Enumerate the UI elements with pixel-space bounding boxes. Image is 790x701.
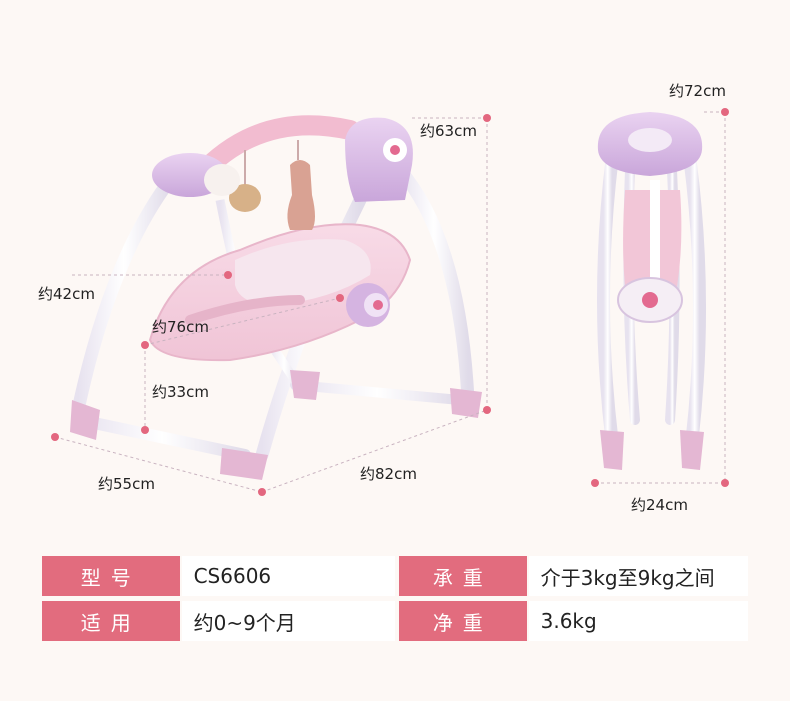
- dim-seat-length: 约76cm: [152, 318, 209, 336]
- folded-hub-dot: [642, 292, 658, 308]
- folded-unit: [591, 108, 729, 487]
- spec-label-weight: 净重: [399, 601, 527, 641]
- folded-head-top: [628, 128, 672, 152]
- spec-label-load: 承重: [399, 556, 527, 596]
- frame-leg-left: [71, 173, 177, 417]
- spec-value-load: 介于3kg至9kg之间: [528, 556, 749, 596]
- spec-table: 型号 CS6606 承重 介于3kg至9kg之间 适用 约0~9个月 净重 3.…: [42, 556, 749, 646]
- dimension-lines: [54, 117, 488, 493]
- giraffe-toy: [287, 160, 315, 230]
- dimension-markers: [51, 114, 491, 496]
- frame-base-front: [74, 414, 251, 461]
- spec-value-model: CS6606: [181, 556, 395, 596]
- spec-label-model: 型号: [42, 556, 180, 596]
- seat-hub-dot: [373, 300, 383, 310]
- bird-toy: [229, 184, 261, 212]
- dim-front-height: 约33cm: [152, 383, 209, 401]
- product-svg: [51, 108, 729, 496]
- folded-leg-2: [683, 153, 707, 447]
- product-illustration: 约63cm 约42cm 约76cm 约33cm 约55cm 约82cm 约72c…: [38, 82, 729, 514]
- foot-back-right: [450, 388, 482, 418]
- folded-foot-right: [680, 430, 704, 470]
- left-head-cap: [204, 164, 240, 196]
- seat-inner: [235, 239, 371, 305]
- spec-row: 适用 约0~9个月 净重 3.6kg: [42, 601, 749, 641]
- foot-back-left: [290, 370, 320, 400]
- swing-unit: [51, 114, 491, 496]
- folded-dimension-lines: [595, 111, 726, 484]
- dim-height-total: 约63cm: [420, 122, 477, 140]
- seat-strap: [185, 295, 305, 325]
- dim-folded-height: 约72cm: [669, 82, 726, 100]
- dim-length: 约82cm: [360, 465, 417, 483]
- dim-seat-height: 约42cm: [38, 285, 95, 303]
- folded-foot-left: [600, 430, 624, 470]
- dim-width: 约55cm: [98, 475, 155, 493]
- frame-leg-right: [393, 163, 475, 407]
- control-dot: [390, 145, 400, 155]
- control-unit: [345, 117, 413, 202]
- spec-label-age: 适用: [42, 601, 180, 641]
- spec-value-weight: 3.6kg: [528, 601, 749, 641]
- dim-folded-width: 约24cm: [631, 496, 688, 514]
- spec-value-age: 约0~9个月: [181, 601, 395, 641]
- spec-row: 型号 CS6606 承重 介于3kg至9kg之间: [42, 556, 749, 596]
- folded-leg-1: [597, 153, 619, 447]
- foot-left: [70, 400, 100, 440]
- foot-front: [220, 448, 268, 480]
- folded-dimension-markers: [591, 108, 729, 487]
- frame-base-back: [290, 380, 465, 405]
